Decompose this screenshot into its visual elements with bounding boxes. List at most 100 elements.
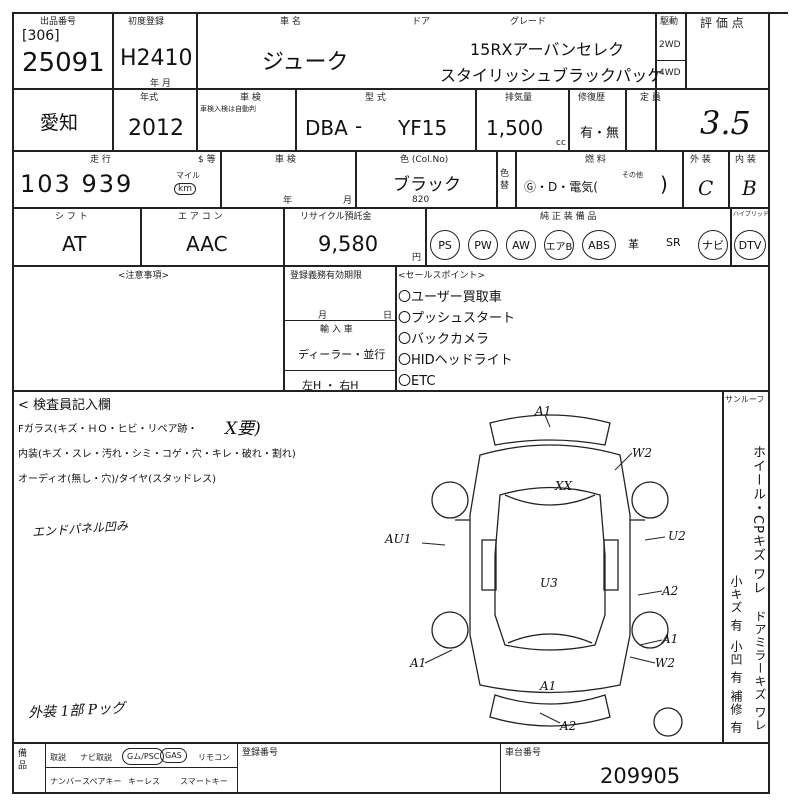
drive-divider (656, 60, 685, 61)
v22 (395, 265, 397, 390)
drive-label: 駆動 (660, 17, 679, 27)
row-line-4 (12, 265, 770, 267)
hybrid-label: ハイブリッド (733, 211, 769, 218)
item-manual: 取説 (50, 753, 66, 762)
shift-label: シ フ ト (55, 212, 88, 222)
grade-line2: スタイリッシュブラックパッケ (440, 66, 664, 85)
wheel-front-right (631, 481, 669, 519)
color: ブラック (393, 175, 461, 195)
mark-au1: AU1 (384, 532, 411, 546)
validity-label: 登録義務有効期限 (290, 271, 363, 281)
item-smart-key: スマートキー (180, 777, 228, 786)
mark-a2-bottom: A2 (559, 719, 576, 733)
audio-line: オーディオ(無し・穴)/タイヤ(スタッドレス) (18, 474, 216, 485)
row-line-2 (12, 150, 770, 152)
mileage-unit-km: km (174, 183, 196, 195)
side-label-e: 補修 有 (729, 690, 743, 734)
sales-point-1: 〇ユーザー買取車 (398, 290, 502, 305)
frame-top (12, 12, 788, 14)
v20 (730, 207, 732, 265)
sales-point-4: 〇HIDヘッドライト (398, 353, 513, 368)
equip-abs: ABS (582, 230, 616, 260)
grade-label: グレード (510, 17, 547, 27)
interior-label: 内 装 (735, 155, 756, 165)
frame-left (12, 12, 14, 794)
frame-right (768, 12, 770, 794)
v18 (283, 207, 285, 265)
windshield (504, 494, 596, 506)
mark-u2: U2 (668, 529, 686, 543)
sales-label: <セールスポイント> (398, 271, 486, 281)
car-diagram: A1 W2 XX AU1 U2 U3 A2 A1 A1 W2 A1 A2 (384, 404, 686, 737)
score-value: 3.5 (700, 104, 751, 142)
v21 (283, 265, 285, 390)
door-left (481, 539, 497, 591)
equip-airbag: エアB (544, 230, 574, 260)
v1 (112, 12, 114, 88)
fuel-close: ) (660, 172, 668, 196)
v13 (496, 150, 498, 207)
chassis-label: 車台番号 (505, 748, 542, 758)
type-prefix: DBA (305, 116, 348, 140)
first-reg: H2410 (120, 46, 193, 71)
item-gum: Gム/PSC (122, 748, 165, 765)
inspection-label: 車 検 (240, 93, 261, 103)
mark-a1-right: A1 (661, 632, 678, 646)
type-dash: - (355, 114, 363, 138)
mark-a2-side: A2 (661, 584, 678, 598)
exterior-label: 外 装 (690, 155, 711, 165)
item-remote: リモコン (198, 753, 230, 762)
mark-w2-right: W2 (655, 656, 675, 670)
equip-pw: PW (468, 230, 498, 260)
interior-line: 内装(キズ・スレ・汚れ・シミ・コゲ・穴・キレ・破れ・割れ) (18, 449, 296, 460)
v14 (515, 150, 517, 207)
vf3 (500, 742, 502, 792)
equip-leather: 革 (628, 238, 639, 251)
color-code: 820 (412, 195, 430, 205)
car-name: ジューク (262, 50, 349, 75)
front-bumper (489, 414, 611, 446)
frame-bottom (12, 792, 770, 794)
exterior: C (698, 176, 714, 200)
mark-u3: U3 (540, 576, 558, 590)
row-line-5 (12, 390, 770, 392)
year-month: 年 月 (150, 79, 171, 89)
v2 (196, 12, 198, 88)
row-line-6 (12, 742, 770, 744)
validity-day: 日 (383, 311, 393, 321)
recycle: 9,580 (318, 232, 379, 256)
mileage: 103 939 (20, 170, 134, 198)
grade-line1: 15RXアーバンセレク (470, 40, 625, 59)
mark-a1-left: A1 (409, 656, 426, 670)
item-gas: GAS (160, 748, 187, 763)
import-label: 輸 入 車 (320, 325, 353, 335)
mark-a1-bottom: A1 (539, 679, 556, 693)
equip-dtv: DTV (734, 230, 766, 260)
model-year: 2012 (128, 116, 184, 141)
drive-2wd: 2WD (659, 40, 681, 50)
row-line-3 (12, 207, 770, 209)
h-notes1 (283, 320, 395, 322)
vf2 (237, 742, 239, 792)
side-label-b: 小キズ 有 (729, 575, 743, 632)
hand-value: 左H ・ 右H (302, 379, 359, 392)
v16 (728, 150, 730, 207)
drive-4wd: 4WD (659, 68, 681, 78)
item-spare-key: スペアキー (82, 777, 122, 786)
type-code: YF15 (398, 116, 448, 140)
type-label: 型 式 (365, 93, 386, 103)
shaken-year: 年 (283, 196, 293, 206)
lot-label: 出品番号 (40, 17, 77, 27)
interior: B (742, 176, 757, 200)
recycle-label: リサイクル預託金 (300, 212, 372, 222)
h-notes2 (283, 370, 395, 372)
v4 (685, 12, 687, 88)
sales-point-2: 〇プッシュスタート (398, 311, 516, 326)
score-label: 評 価 点 (700, 16, 744, 30)
wheel-rear-right (631, 611, 669, 649)
v19 (425, 207, 427, 265)
car-name-label: 車 名 (280, 17, 301, 27)
lot-site: [306] (22, 28, 60, 44)
wheel-front-left (431, 481, 469, 519)
sales-point-3: 〇バックカメラ (398, 332, 490, 347)
